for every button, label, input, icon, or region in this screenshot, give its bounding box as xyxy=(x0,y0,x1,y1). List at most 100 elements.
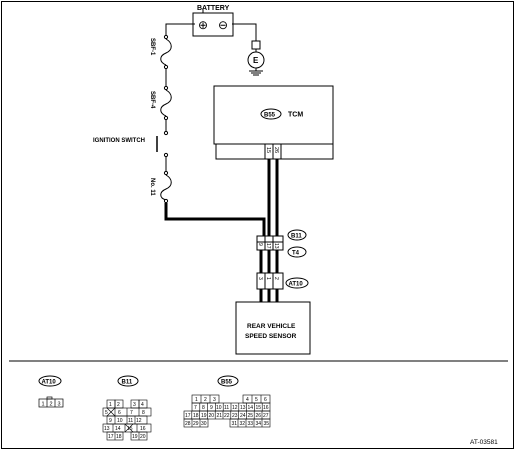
legend-b55-connector: 1 2 3 4 5 6 7 8 9 10 11 12 13 14 15 16 xyxy=(183,394,271,428)
legend-b11-pin: 12 xyxy=(136,418,142,424)
legend-b11-pin: 13 xyxy=(104,426,110,432)
legend-b11-pin: 7 xyxy=(130,410,133,416)
legend-b55-pin: 22 xyxy=(224,413,230,419)
legend-b11-pin: 11 xyxy=(128,418,133,424)
legend-b11-connector: 1 2 3 4 5 6 7 8 9 10 11 12 13 14 15 16 xyxy=(102,399,152,441)
legend-b55-pin: 19 xyxy=(201,413,207,419)
legend-b55-pin: 5 xyxy=(255,397,258,403)
legend-b55-pin: 2 xyxy=(204,397,207,403)
fuse-no11-label: No. 11 xyxy=(149,178,155,196)
legend-b11-pin: 18 xyxy=(116,434,122,440)
legend-b11-pin: 4 xyxy=(141,402,144,408)
wire-power-feed xyxy=(164,203,266,236)
legend-b55-pin: 13 xyxy=(240,405,246,411)
fuse-sbf4-symbol xyxy=(160,89,172,117)
legend-b55-pin: 16 xyxy=(263,405,269,411)
at10-pin-2: 1 xyxy=(265,277,271,280)
legend-b55-pin: 6 xyxy=(264,397,267,403)
t4-label: T4 xyxy=(292,251,300,257)
legend-at10-pin: 2 xyxy=(50,402,53,408)
b11-badge xyxy=(287,229,307,241)
wire-battery-negative xyxy=(232,23,257,41)
legend-at10-badge xyxy=(38,375,62,387)
legend-b11-pin: 9 xyxy=(109,418,112,424)
legend-b55-pin: 21 xyxy=(217,413,223,419)
t4-badge xyxy=(287,246,307,258)
tcm-label: TCM xyxy=(288,112,303,119)
legend-b55-pin: 34 xyxy=(256,421,262,427)
legend-b55-pin: 11 xyxy=(224,405,229,411)
legend-b11-pin: 1 xyxy=(109,402,112,408)
legend-b55-pin: 32 xyxy=(240,421,246,427)
legend-at10-pin: 1 xyxy=(42,402,45,408)
legend-b11-pin: 20 xyxy=(140,434,146,440)
b11-label: B11 xyxy=(291,234,302,240)
tcm-pin-2: 26 xyxy=(273,147,279,153)
legend-b11-pin: 14 xyxy=(115,426,121,432)
legend-b11-label: B11 xyxy=(122,380,133,386)
legend-b55-pin: 7 xyxy=(194,405,197,411)
connector-at10 xyxy=(256,272,284,290)
legend-b11-pin: 5 xyxy=(105,410,108,416)
legend-b11-pin: 10 xyxy=(117,418,123,424)
sensor-label-line2: SPEED SENSOR xyxy=(245,333,297,340)
fuse-sbf1-label: SBF-1 xyxy=(149,38,155,56)
legend-b55-pin: 14 xyxy=(248,405,254,411)
legend-b55-pin: 28 xyxy=(185,421,191,427)
sensor-label-line1: REAR VEHICLE xyxy=(247,323,296,330)
legend-b55-pin: 1 xyxy=(195,397,198,403)
ground-connector xyxy=(251,40,261,50)
legend-b55-badge xyxy=(217,375,239,387)
at10-pin-1: 3 xyxy=(257,277,263,280)
legend-b55-pin: 10 xyxy=(216,405,222,411)
legend-b55-pin: 15 xyxy=(256,405,262,411)
legend-b55-pin: 4 xyxy=(246,397,249,403)
legend-b11-pin: 15 xyxy=(127,426,133,432)
rear-vehicle-speed-sensor xyxy=(235,301,311,355)
legend-b11-badge xyxy=(117,375,139,387)
legend-b55-pin: 30 xyxy=(201,421,207,427)
legend-at10-connector: 1 2 3 xyxy=(38,396,64,408)
legend-b55-pin: 26 xyxy=(256,413,262,419)
legend-at10-label: AT10 xyxy=(42,380,57,386)
battery-minus-terminal: ⊖ xyxy=(218,18,228,32)
legend-b55-pin: 12 xyxy=(232,405,238,411)
legend-b55-pin: 31 xyxy=(232,421,238,427)
legend-b55-pin: 27 xyxy=(263,413,269,419)
legend-b11-pin: 8 xyxy=(142,410,145,416)
legend-b55-pin: 29 xyxy=(193,421,199,427)
legend-b55-pin: 9 xyxy=(210,405,213,411)
at10-pin-3: 2 xyxy=(273,277,279,280)
legend-b55-pin: 8 xyxy=(202,405,205,411)
figure-id: AT-03581 xyxy=(470,439,498,446)
legend-b11-pin: 3 xyxy=(133,402,136,408)
legend-b55-pin: 24 xyxy=(240,413,246,419)
tcm-connector-label: B55 xyxy=(264,113,276,119)
legend-b55-pin: 33 xyxy=(248,421,254,427)
legend-b11-pin: 19 xyxy=(132,434,138,440)
battery-label: BATTERY xyxy=(197,5,230,12)
at10-label: AT10 xyxy=(289,282,304,288)
legend-b55-label: B55 xyxy=(221,380,233,386)
b11-pin-3: 13 xyxy=(273,243,279,249)
at10-badge xyxy=(285,277,309,289)
ignition-switch-label: IGNITION SWITCH xyxy=(93,138,145,144)
b11-pin-2: 17 xyxy=(265,243,271,249)
legend-b11-pin: 6 xyxy=(118,410,121,416)
battery-plus-terminal: ⊕ xyxy=(198,18,208,32)
legend-b55-pin: 18 xyxy=(193,413,199,419)
legend-b55-pin: 17 xyxy=(185,413,191,419)
fuse-sbf1-symbol xyxy=(160,38,172,66)
tcm-pin-1: 15 xyxy=(265,147,271,153)
legend-b55-pin: 23 xyxy=(232,413,238,419)
ground-label: E xyxy=(253,56,259,65)
fuse-sbf4-label: SBF-4 xyxy=(149,91,155,109)
legend-b55-pin: 25 xyxy=(248,413,254,419)
legend-b11-pin: 17 xyxy=(108,434,114,440)
legend-b11-pin: 16 xyxy=(140,426,146,432)
legend-b55-pin: 20 xyxy=(209,413,215,419)
fuse-no11-symbol xyxy=(160,174,172,201)
legend-at10-pin: 3 xyxy=(58,402,61,408)
